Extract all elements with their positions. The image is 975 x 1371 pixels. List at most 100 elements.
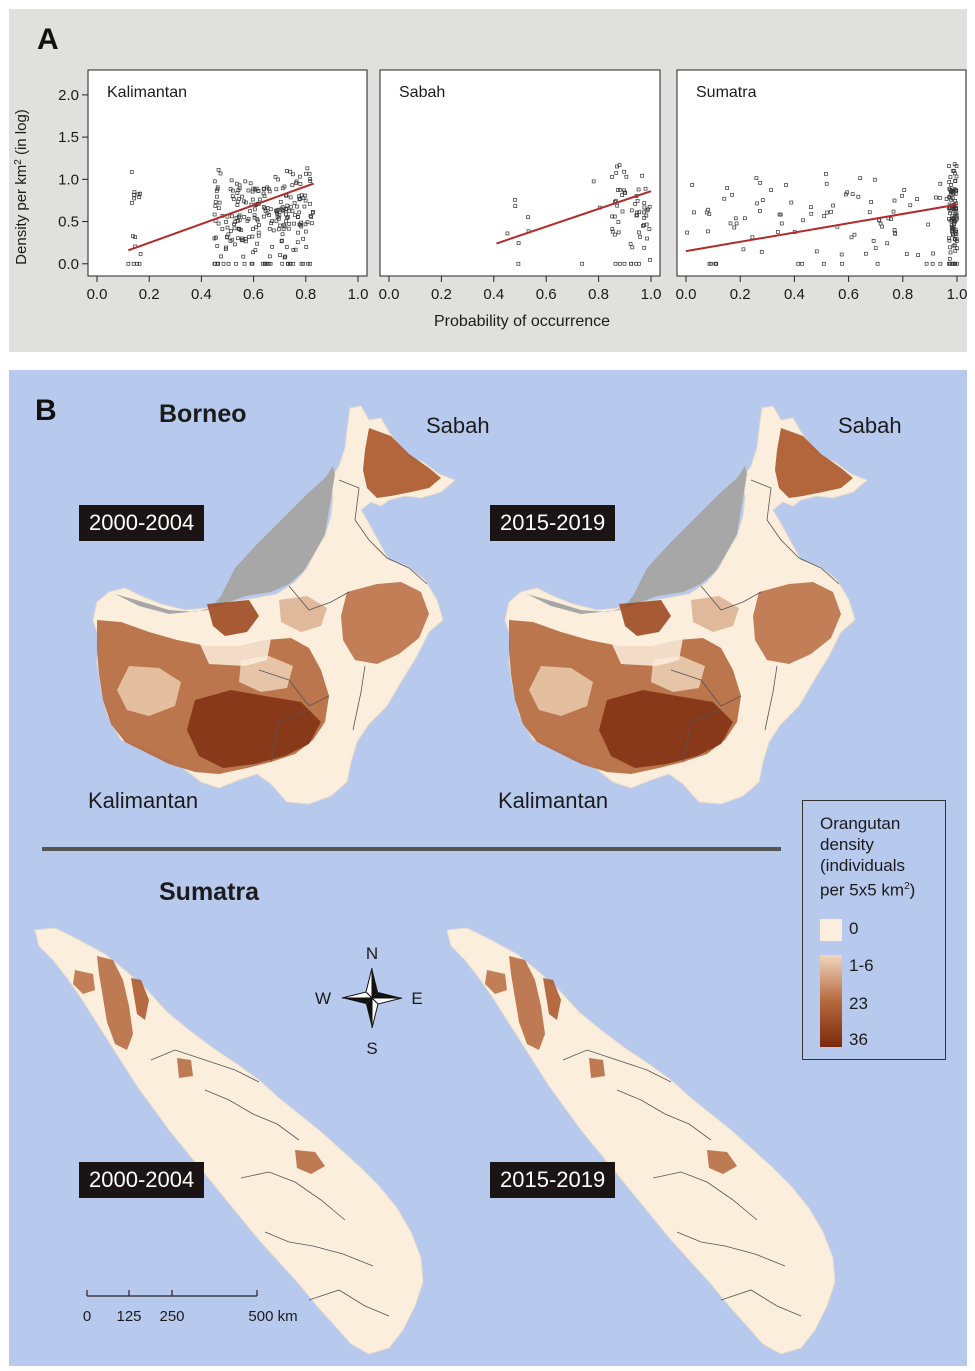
scatter-point [279,239,284,244]
scatter-point [947,186,952,191]
scatter-point [252,213,257,218]
kalimantan-label-late: Kalimantan [498,788,609,813]
scatter-point [707,261,712,266]
scatter-point [230,214,234,219]
x-tick-label: 0.4 [191,286,212,303]
scatter-point [948,245,952,250]
scatter-point [311,210,315,214]
scatter-point [291,248,296,252]
scatter-point [796,261,801,266]
scatter-point [948,175,953,179]
scatter-point [301,236,305,241]
x-tick-label: 0.0 [87,286,108,303]
scatter-point [647,204,652,209]
compass-east: E [411,989,422,1008]
y-axis-label: Density per km2 (in log) [13,109,31,265]
scatter-point [216,221,221,226]
period-badge-borneo-late: 2015-2019 [490,505,616,541]
scatter-point [212,212,217,217]
scatter-point [288,169,293,174]
x-tick-label: 1.0 [947,286,967,303]
scatter-point [286,215,290,219]
scatter-point [800,261,805,266]
scatter-point [915,197,919,201]
scatter-point [777,212,782,217]
scatter-point [281,227,286,231]
scatter-point [637,261,641,266]
scatter-point [258,197,262,202]
scatter-point [267,213,272,217]
scatter-point [285,216,289,220]
scatter-point [730,192,734,197]
scatter-point [132,190,137,194]
scatter-point [513,204,518,208]
scatter-point [954,217,959,222]
scatter-point [891,209,896,214]
scatter-point [856,194,861,199]
scatter-point [237,217,242,222]
scatter-point [809,211,814,216]
scatter-point [622,190,627,195]
scatter-point [949,224,954,229]
scatter-point [789,200,794,205]
scatter-point [784,183,788,187]
panel-a-label: A [37,23,59,56]
scatter-point [624,174,629,179]
scatter-point [934,195,938,200]
scatter-point [308,201,312,206]
scatter-point [952,237,957,241]
scatter-point [754,176,759,181]
scatter-point [217,200,222,205]
scatter-point [308,214,313,218]
scatter-point [137,195,142,200]
x-tick-label: 0.6 [243,286,264,303]
scatter-point [232,222,236,227]
scatter-point [952,243,957,248]
legend-title-line4: per 5x5 km2) [820,880,916,900]
scatter-point [948,211,952,216]
scatter-point [741,247,746,252]
scale-tick-500: 500 km [248,1308,297,1325]
scatter-point [295,204,299,209]
scatter-point [642,216,647,220]
scatter-point [299,224,304,229]
scatter-point [239,228,243,232]
scatter-point [875,261,880,266]
scatter-point [947,164,951,168]
scatter-point [284,206,289,211]
scatter-point [801,218,805,223]
scatter-point [953,179,958,183]
scatter-point [645,236,649,241]
scatter-point [616,220,621,224]
scatter-point [129,170,134,174]
scatter-point [268,261,273,266]
scatter-point [246,188,251,193]
x-tick-label: 0.4 [784,286,805,303]
scatter-point [231,197,236,201]
scatter-point [131,234,135,239]
scatter-point [218,171,223,176]
scatter-point [516,261,521,266]
scatter-point [728,221,733,226]
scatter-point [872,177,877,182]
sumatra-title: Sumatra [159,878,260,906]
legend-high-label: 36 [849,1030,868,1049]
x-tick-label: 1.0 [348,286,369,303]
scatter-point [288,195,293,200]
scatter-point [253,248,258,252]
x-tick-label: 0.2 [139,286,160,303]
scatter-point [725,186,729,190]
scatter-point [265,261,269,266]
scatter-point [130,200,134,205]
scatter-point [133,235,137,239]
scatter-point [822,214,827,218]
scatter-point [290,183,295,188]
scatter-point [505,231,510,236]
scatter-point [215,244,220,248]
scatter-point [220,227,225,231]
scatter-point [839,252,844,257]
scatter-point [706,207,710,212]
scatter-point [769,188,773,193]
trend-line [685,203,958,253]
scatter-point [635,213,639,217]
